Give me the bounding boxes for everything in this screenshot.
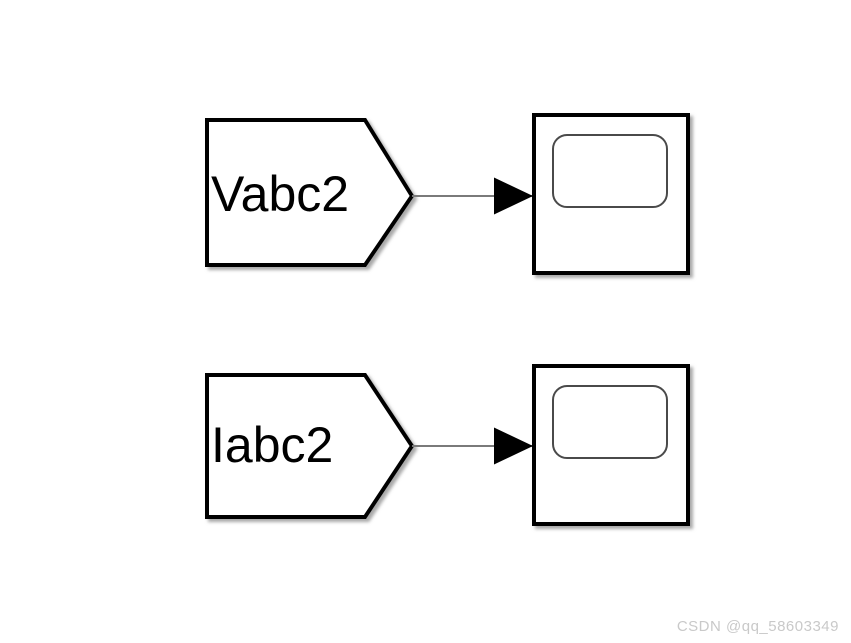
csdn-watermark: CSDN @qq_58603349 (676, 618, 839, 635)
from-block-vabc2-label: Vabc2 (211, 166, 349, 222)
from-block-iabc2[interactable]: Iabc2 (205, 373, 415, 519)
from-block-iabc2-outline[interactable] (205, 373, 415, 519)
diagram-row-2: Iabc2 (205, 364, 690, 526)
input-port-arrow-2 (494, 427, 533, 465)
diagram-row-1: Vabc2 (205, 113, 690, 275)
scope-screen-icon (552, 134, 668, 208)
scope-screen-icon (552, 385, 668, 459)
scope-block-2[interactable] (532, 364, 690, 526)
from-block-vabc2-outline[interactable] (205, 118, 415, 267)
input-port-arrow-1 (494, 177, 533, 215)
from-block-vabc2[interactable]: Vabc2 (205, 118, 415, 267)
from-block-iabc2-label: Iabc2 (211, 417, 333, 473)
scope-block-1[interactable] (532, 113, 690, 275)
